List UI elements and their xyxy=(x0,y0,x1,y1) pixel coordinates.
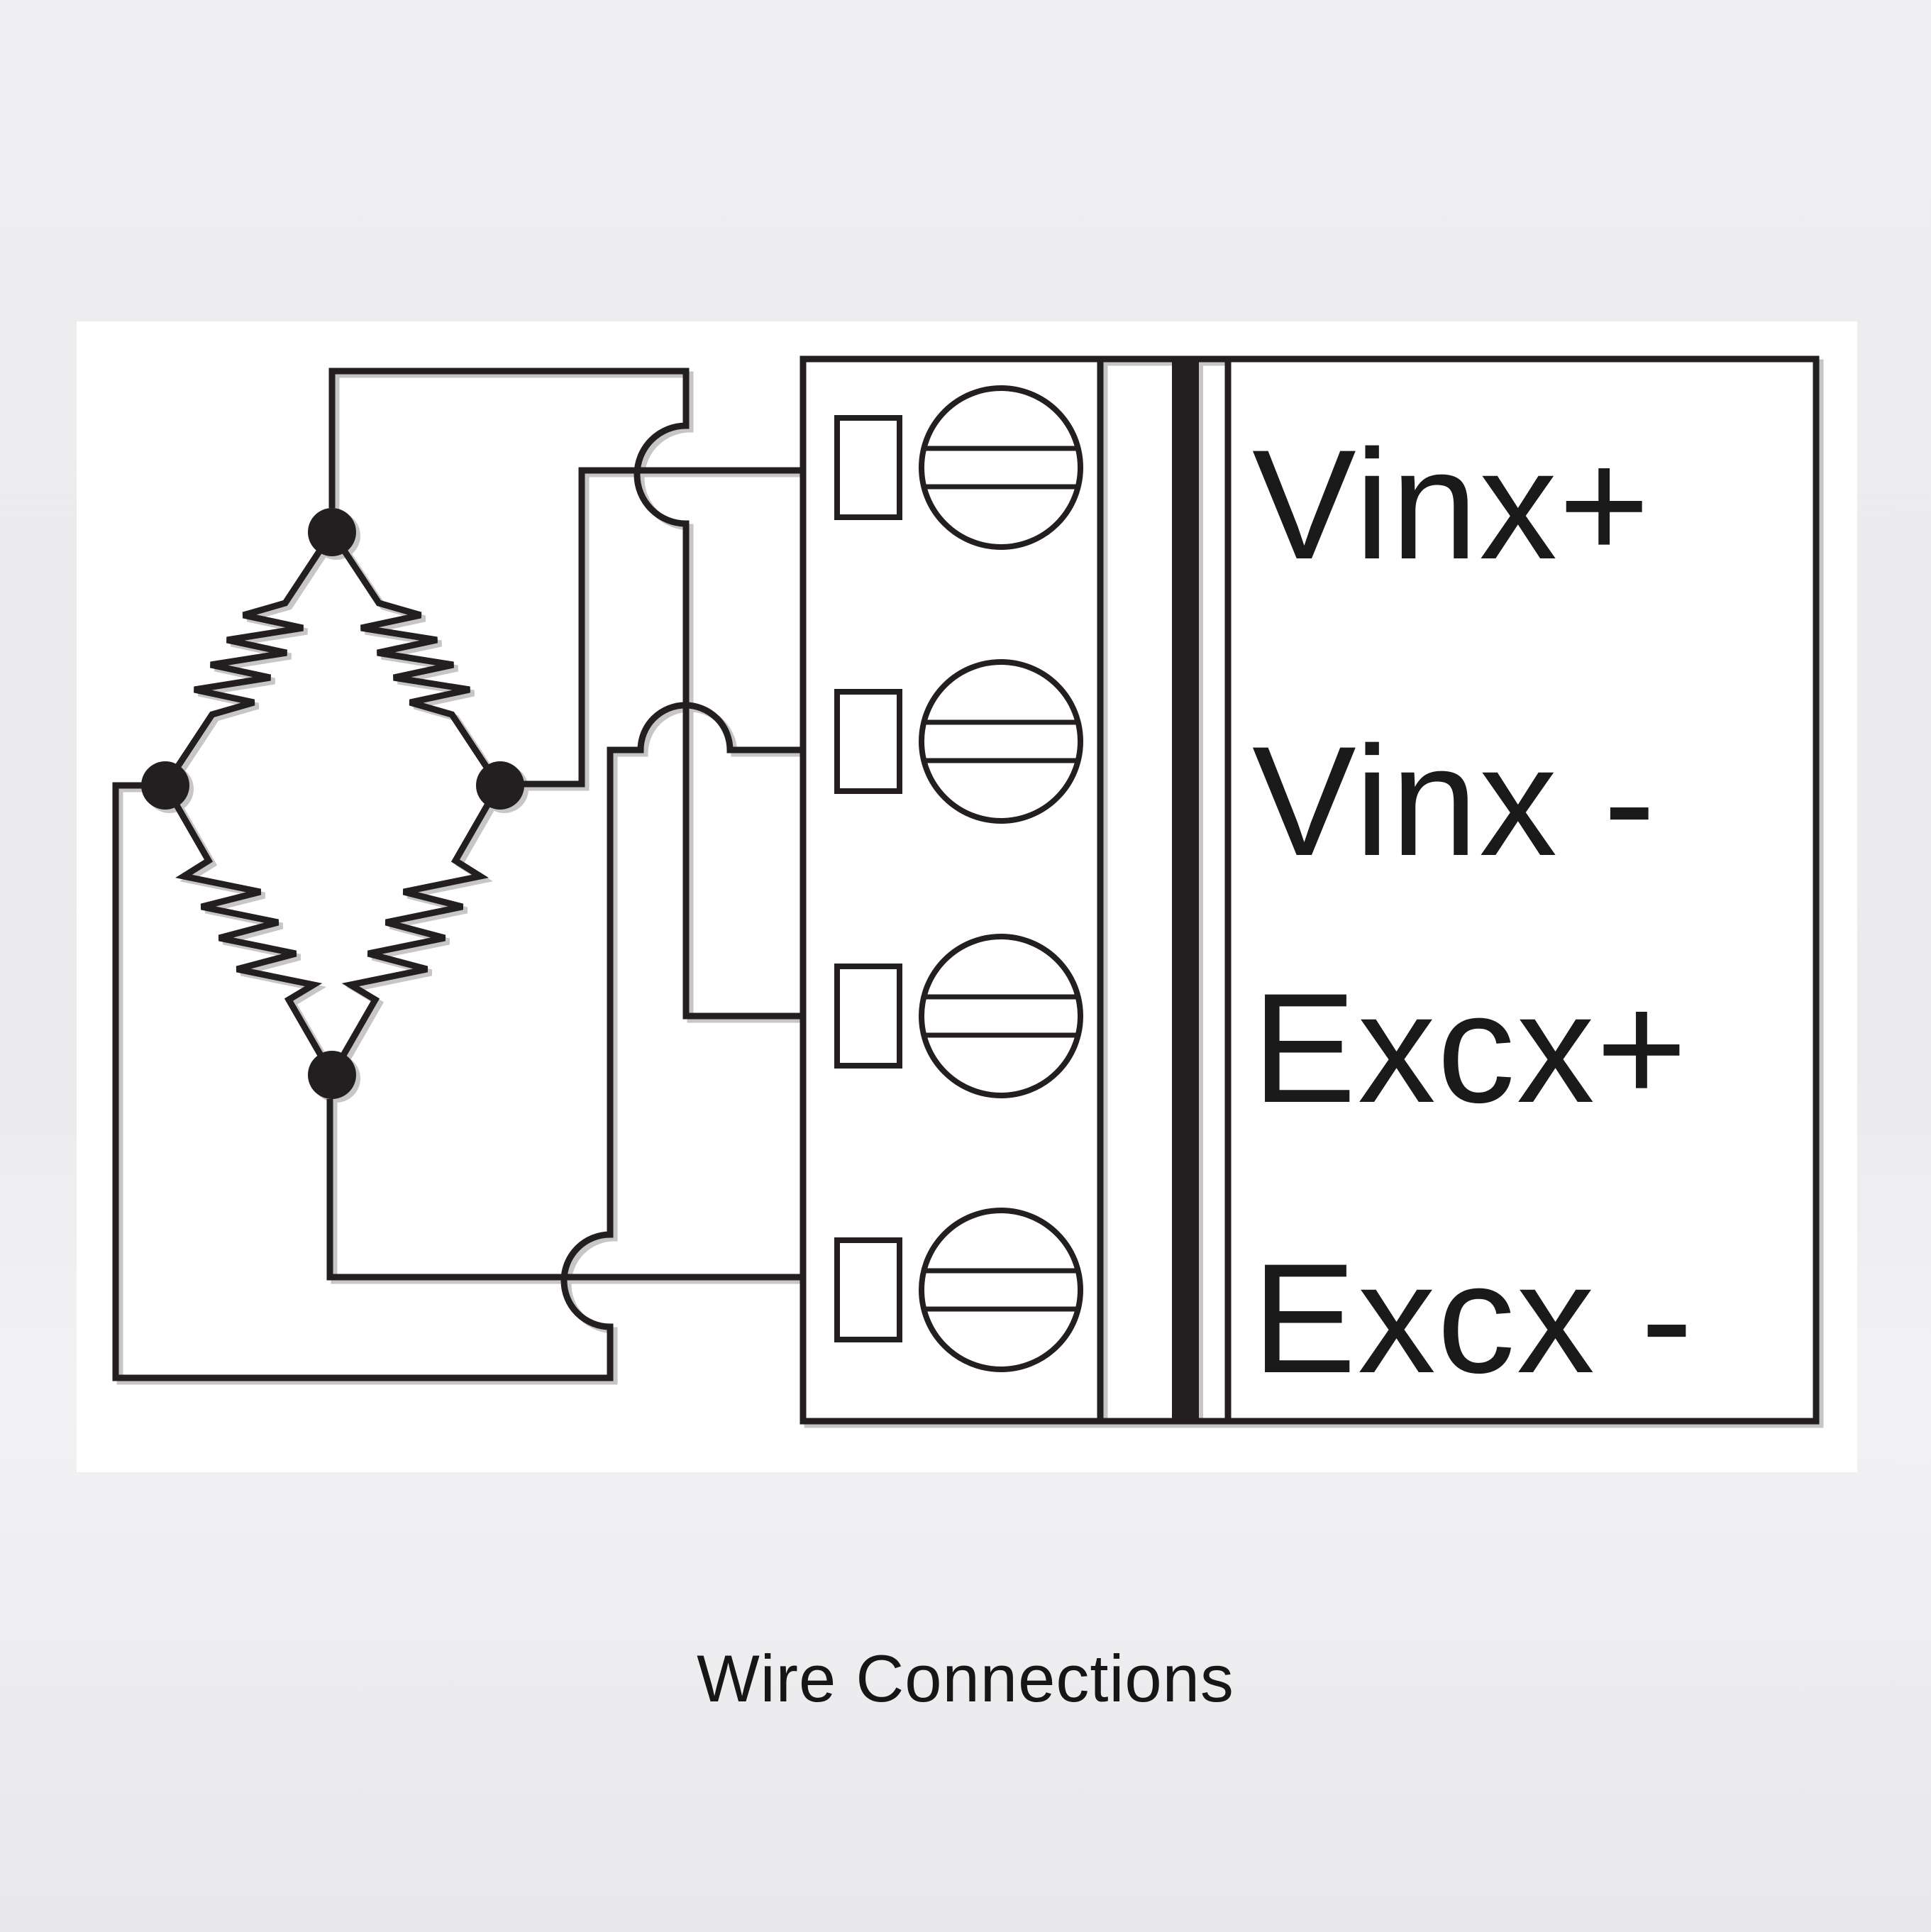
caption: Wire Connections xyxy=(697,1641,1234,1716)
terminal-label-excx-plus: Excx+ xyxy=(1252,961,1688,1135)
terminal-labels: Vinx+ Vinx - Excx+ Excx - xyxy=(1252,417,1694,1406)
terminal-label-vinx-minus: Vinx - xyxy=(1252,714,1656,888)
terminal-label-vinx-plus: Vinx+ xyxy=(1252,417,1651,592)
terminal-label-excx-minus: Excx - xyxy=(1252,1231,1694,1406)
